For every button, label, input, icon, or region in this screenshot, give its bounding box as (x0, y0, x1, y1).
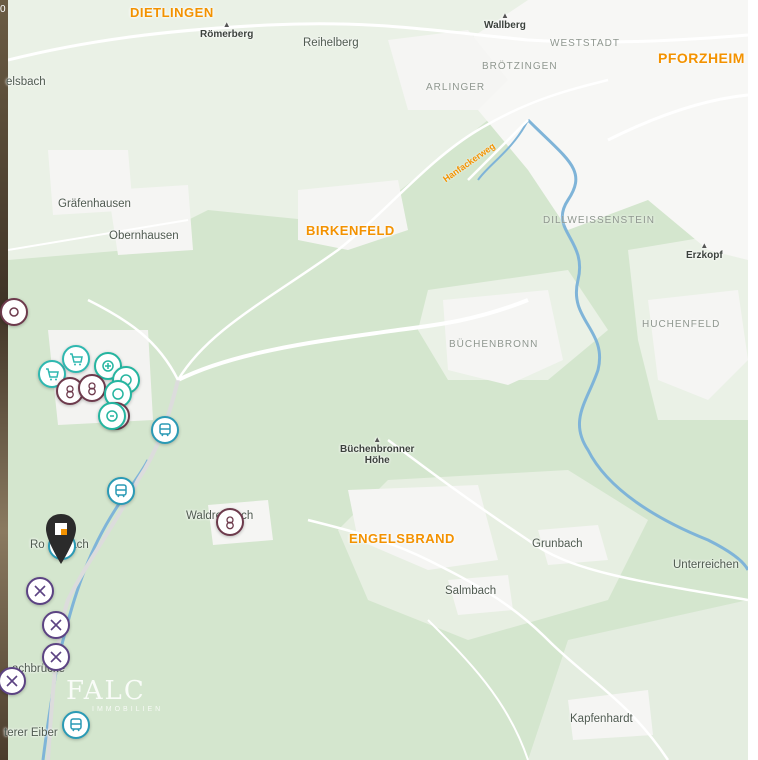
poi-health-icon[interactable] (98, 402, 126, 430)
peak-name-line1: Büchenbronner (340, 444, 415, 455)
poi-restaurant-icon[interactable] (0, 667, 26, 695)
left-photo-strip (0, 0, 8, 760)
quarter-label-arlinger: ARLINGER (426, 82, 486, 93)
peak-label-erzkopf: ▲ Erzkopf (686, 241, 723, 261)
quarter-label-huchenfeld: HUCHENFELD (642, 319, 721, 330)
village-label-obernhausen: Obernhausen (109, 230, 179, 242)
village-label-unterer-eiberg: terer Eiber (4, 727, 58, 739)
peak-name: Erzkopf (686, 250, 723, 261)
village-label-unterreichenbach: Unterreichen (673, 559, 739, 571)
mountain-icon: ▲ (222, 20, 231, 29)
poi-kids-icon[interactable] (0, 298, 28, 326)
mountain-icon: ▲ (373, 435, 382, 444)
brand-watermark: FALC (66, 676, 146, 706)
mountain-icon: ▲ (700, 241, 709, 250)
map-base (8, 0, 748, 760)
corner-badge: 0 (0, 4, 6, 15)
village-label-kapfenhardt: Kapfenhardt (570, 713, 633, 725)
poi-teddy-bear-icon[interactable] (78, 374, 106, 402)
brand-watermark-sub: IMMOBILIEN (92, 706, 164, 713)
village-label-elsbach: elsbach (6, 76, 46, 88)
poi-restaurant-icon[interactable] (42, 643, 70, 671)
poi-shopping-cart-icon[interactable] (62, 345, 90, 373)
peak-label-roemerberg: ▲ Römerberg (200, 20, 253, 40)
town-label-pforzheim: PFORZHEIM (658, 50, 745, 66)
poi-train-icon[interactable] (107, 477, 135, 505)
town-label-birkenfeld: BIRKENFELD (306, 223, 395, 238)
poi-restaurant-icon[interactable] (26, 577, 54, 605)
poi-shopping-cart-icon[interactable] (38, 360, 66, 388)
poi-train-icon[interactable] (151, 416, 179, 444)
peak-name-line2: Höhe (364, 455, 390, 466)
peak-label-wallberg: ▲ Wallberg (484, 11, 526, 31)
poi-train-icon[interactable] (62, 711, 90, 739)
quarter-label-broetzingen: BRÖTZINGEN (482, 61, 558, 72)
village-label-reihelberg: Reihelberg (303, 37, 359, 49)
quarter-label-buechenbronn: BÜCHENBRONN (449, 339, 539, 350)
village-label-graefenhausen: Gräfenhausen (58, 198, 131, 210)
mountain-icon: ▲ (500, 11, 509, 20)
peak-name: Römerberg (200, 29, 254, 40)
peak-label-buechenbronner-hoehe: ▲ Büchenbronner Höhe (340, 435, 414, 466)
quarter-label-weststadt: WESTSTADT (550, 38, 620, 49)
village-label-salmbach: Salmbach (445, 585, 497, 597)
town-label-engelsbrand: ENGELSBRAND (349, 531, 455, 546)
poi-restaurant-icon[interactable] (42, 611, 70, 639)
village-label-grunbach: Grunbach (532, 538, 583, 550)
town-label-dietlingen: DIETLINGEN (130, 5, 214, 20)
right-edge (748, 0, 758, 760)
property-location-marker-icon[interactable] (44, 512, 78, 566)
peak-name: Wallberg (484, 20, 526, 31)
poi-teddy-bear-icon[interactable] (216, 508, 244, 536)
quarter-label-dillweissenstein: DILLWEISSENSTEIN (543, 215, 655, 226)
